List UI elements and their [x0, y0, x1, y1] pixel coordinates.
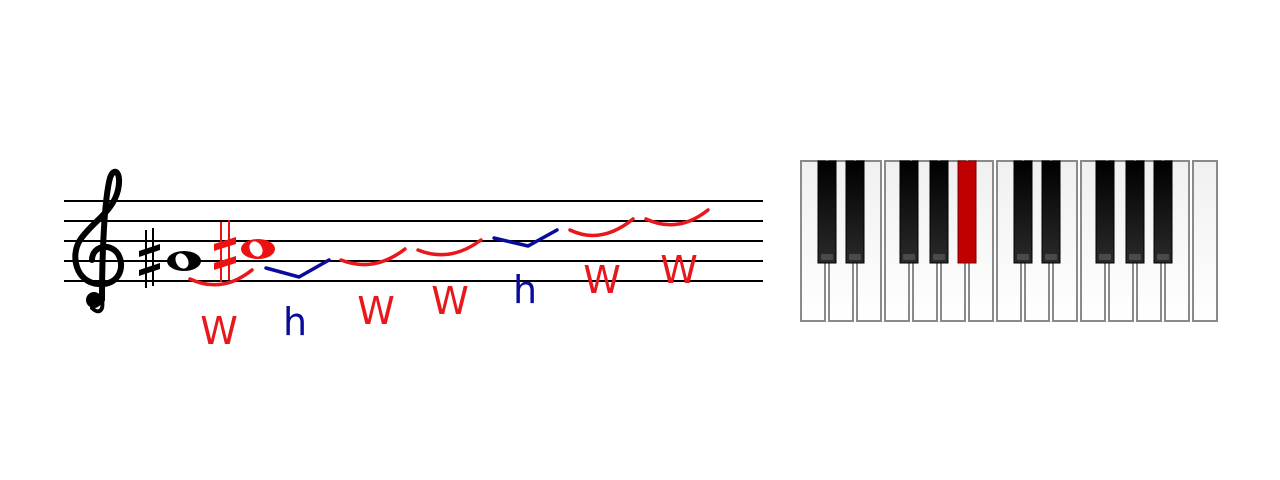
black-key[interactable] — [817, 160, 837, 264]
accidental-sharp-icon — [214, 220, 236, 282]
black-key-highlight — [933, 254, 945, 260]
interval-markers: W h W W h W W — [188, 208, 710, 353]
whole-step-arc — [568, 217, 635, 238]
black-key[interactable] — [1041, 160, 1061, 264]
black-key-highlight — [1045, 254, 1057, 260]
black-key[interactable] — [845, 160, 865, 264]
black-key-highlight — [1129, 254, 1141, 260]
highlighted-black-key[interactable] — [957, 160, 977, 264]
black-key-highlight — [1099, 254, 1111, 260]
black-key[interactable] — [1095, 160, 1115, 264]
staff — [64, 200, 763, 282]
whole-step-arc — [644, 208, 710, 227]
interval-label: h — [283, 300, 307, 344]
key-sharp-icon — [139, 228, 160, 288]
black-key[interactable] — [1125, 160, 1145, 264]
black-key[interactable] — [1013, 160, 1033, 264]
whole-note-icon — [167, 251, 201, 271]
interval-label: h — [513, 268, 537, 312]
black-key-highlight — [1017, 254, 1029, 260]
black-key-highlight — [821, 254, 833, 260]
black-key-highlight — [1157, 254, 1169, 260]
highlighted-whole-note-icon — [241, 239, 275, 259]
whole-step-arc — [188, 268, 254, 287]
half-step-marker — [264, 258, 331, 279]
interval-label: W — [583, 258, 621, 302]
black-key-highlight — [903, 254, 915, 260]
interval-label: W — [200, 309, 238, 353]
black-key-highlight — [849, 254, 861, 260]
interval-label: W — [357, 289, 395, 333]
whole-step-arc — [416, 238, 483, 257]
interval-label: W — [660, 248, 698, 292]
black-key[interactable] — [929, 160, 949, 264]
whole-step-arc — [339, 247, 407, 267]
white-key[interactable] — [1192, 160, 1218, 322]
black-key[interactable] — [1153, 160, 1173, 264]
treble-clef-icon — [72, 168, 125, 314]
black-key[interactable] — [899, 160, 919, 264]
half-step-marker — [492, 228, 559, 248]
interval-label: W — [431, 279, 469, 323]
piano-keyboard — [800, 160, 1218, 322]
